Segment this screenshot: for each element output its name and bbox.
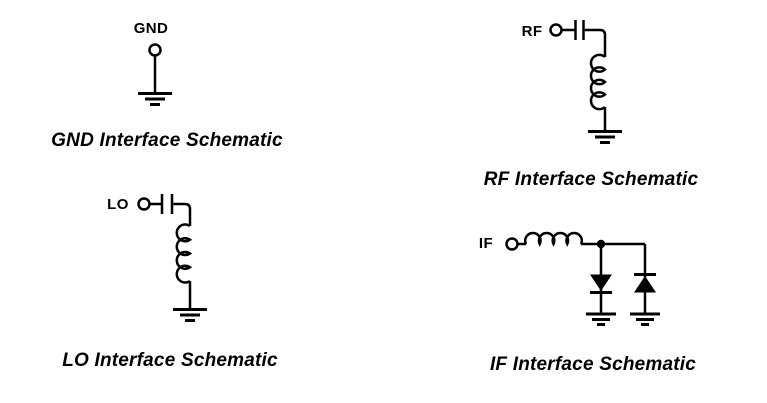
ground-icon <box>173 308 207 322</box>
port-terminal-icon <box>148 43 162 57</box>
rf-port-label: RF <box>521 23 543 40</box>
ground-icon <box>138 92 172 106</box>
lo-circuit-drawing <box>137 194 207 322</box>
lo-caption: LO Interface Schematic <box>62 350 278 371</box>
shunt-inductor-icon <box>589 53 607 111</box>
series-capacitor-icon <box>574 20 585 40</box>
shunt-inductor-icon <box>175 223 193 284</box>
rf-caption: RF Interface Schematic <box>483 169 699 190</box>
port-terminal-icon <box>137 197 151 211</box>
if-port-label: IF <box>478 235 494 252</box>
if-caption: IF Interface Schematic <box>489 354 697 375</box>
port-terminal-icon <box>549 23 563 37</box>
gnd-caption: GND Interface Schematic <box>51 130 283 151</box>
lo-port-label: LO <box>107 196 129 213</box>
series-capacitor-icon <box>160 194 174 214</box>
port-terminal-icon <box>505 237 519 251</box>
wire <box>584 28 607 57</box>
junction-dot <box>596 239 606 249</box>
gnd-circuit-drawing <box>138 43 172 106</box>
rf-circuit-drawing <box>549 20 622 144</box>
wire <box>173 202 192 226</box>
if-circuit-drawing <box>505 231 660 326</box>
ground-icon <box>588 130 622 144</box>
ground-icon <box>630 312 660 326</box>
ground-icon <box>586 312 616 326</box>
gnd-port-label: GND <box>133 20 169 37</box>
shunt-diode-up-icon <box>634 276 656 293</box>
shunt-diode-down-icon <box>590 274 612 291</box>
series-inductor-icon <box>524 231 583 247</box>
